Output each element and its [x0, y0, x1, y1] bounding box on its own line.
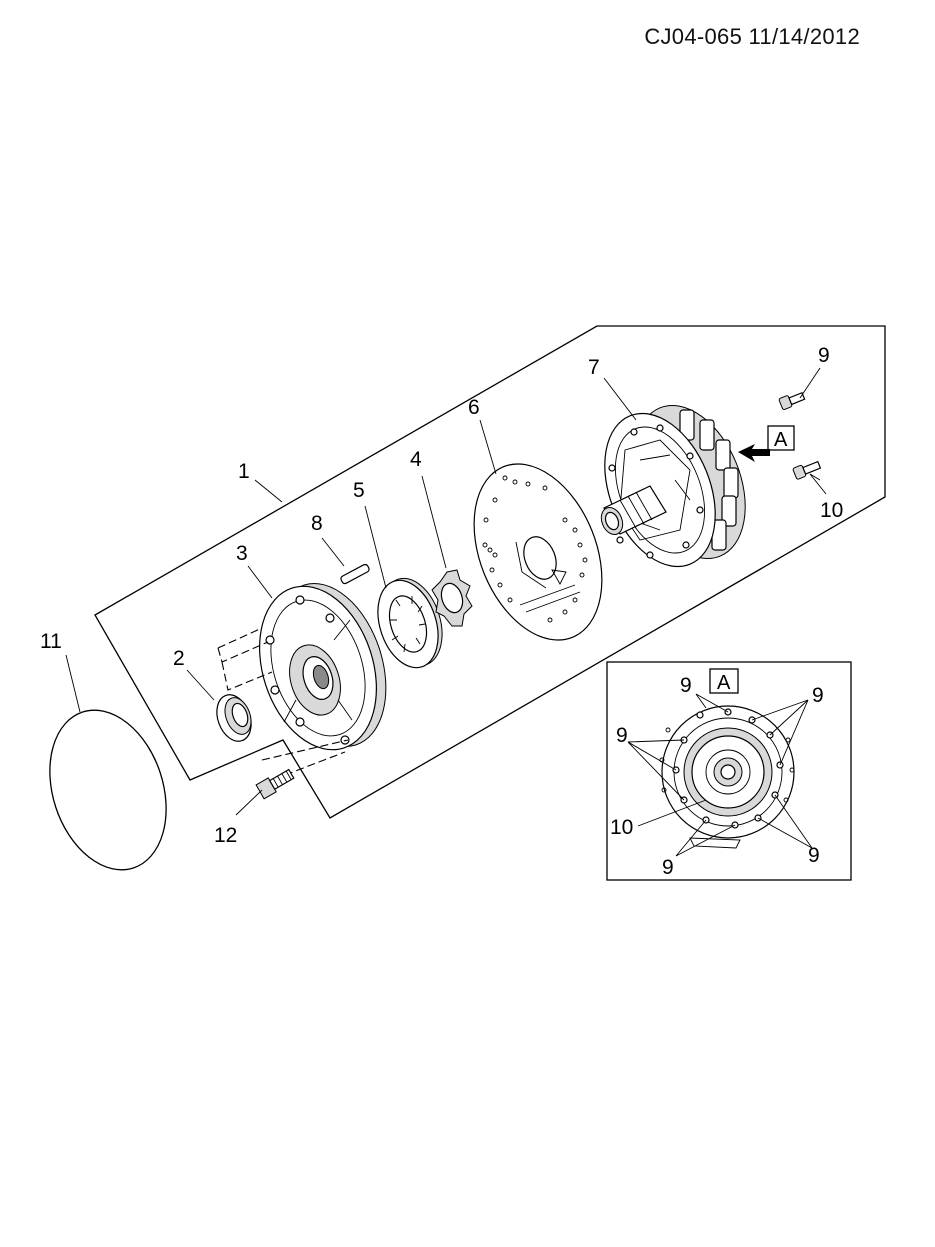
callout-6: 6: [468, 396, 480, 419]
part-8-pin[interactable]: [340, 563, 370, 585]
view-arrow: [738, 444, 770, 462]
part-6-valve-plate[interactable]: [450, 445, 626, 659]
detail-callout-9-bottom-right: 9: [808, 844, 820, 867]
callout-12: 12: [214, 824, 237, 847]
detail-callout-9-bottom: 9: [662, 856, 674, 879]
callout-1: 1: [238, 460, 250, 483]
part-3-pump-body[interactable]: [240, 569, 406, 765]
callout-4: 4: [410, 448, 422, 471]
leader-lines: [65, 367, 827, 816]
callout-5: 5: [353, 479, 365, 502]
callout-7: 7: [588, 356, 600, 379]
drawing-code-date: CJ04-065 11/14/2012: [644, 24, 860, 49]
detail-callout-10: 10: [610, 816, 633, 839]
part-10-screw[interactable]: [792, 459, 822, 480]
part-12-bolt[interactable]: [255, 767, 295, 800]
detail-callout-9-left: 9: [616, 724, 628, 747]
part-5-outer-rotor[interactable]: [367, 571, 452, 676]
pump-cover-stator-shaft: [600, 485, 667, 536]
detail-leader-lines: [627, 693, 813, 857]
callout-9: 9: [818, 344, 830, 367]
alignment-dash-lines: [217, 627, 349, 776]
detail-bolt-holes: [659, 708, 795, 829]
assembly-outline: [94, 325, 886, 819]
part-7-pump-cover[interactable]: [584, 389, 767, 583]
detail-view-a: A 9 9 9 10 9: [606, 661, 852, 881]
part-9-screw[interactable]: [778, 390, 806, 410]
pump-cover-bolt-holes: [608, 424, 704, 559]
valve-plate-holes: [482, 475, 588, 623]
callout-2: 2: [173, 647, 185, 670]
part-2-shaft-seal[interactable]: [211, 690, 257, 746]
part-4-inner-gear[interactable]: [431, 569, 473, 627]
detail-callout-9-right: 9: [812, 684, 824, 707]
callout-11: 11: [40, 630, 62, 653]
detail-view-a-label: A: [717, 672, 731, 694]
view-a-label: A: [774, 429, 788, 451]
callout-3: 3: [236, 542, 248, 565]
callout-8: 8: [311, 512, 323, 535]
view-a-box: [767, 425, 795, 451]
part-11-seal-ring[interactable]: [30, 695, 185, 885]
detail-callout-9-top: 9: [680, 674, 692, 697]
callout-10: 10: [820, 499, 843, 522]
